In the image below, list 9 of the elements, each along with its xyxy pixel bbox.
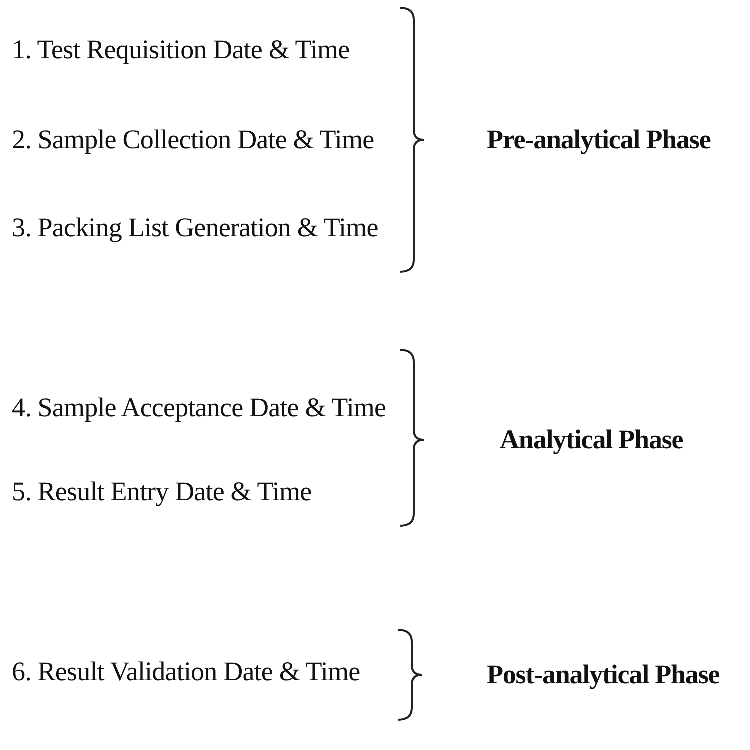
phase-label: Post-analytical Phase — [487, 662, 720, 688]
list-item: 1. Test Requisition Date & Time — [12, 36, 350, 64]
list-item: 5. Result Entry Date & Time — [12, 478, 312, 506]
list-item: 2. Sample Collection Date & Time — [12, 126, 374, 154]
list-item: 4. Sample Acceptance Date & Time — [12, 394, 386, 422]
phase-label: Analytical Phase — [500, 426, 684, 454]
list-item: 6. Result Validation Date & Time — [12, 658, 360, 686]
list-item: 3. Packing List Generation & Time — [12, 214, 378, 242]
phase-label: Pre-analytical Phase — [487, 126, 711, 154]
